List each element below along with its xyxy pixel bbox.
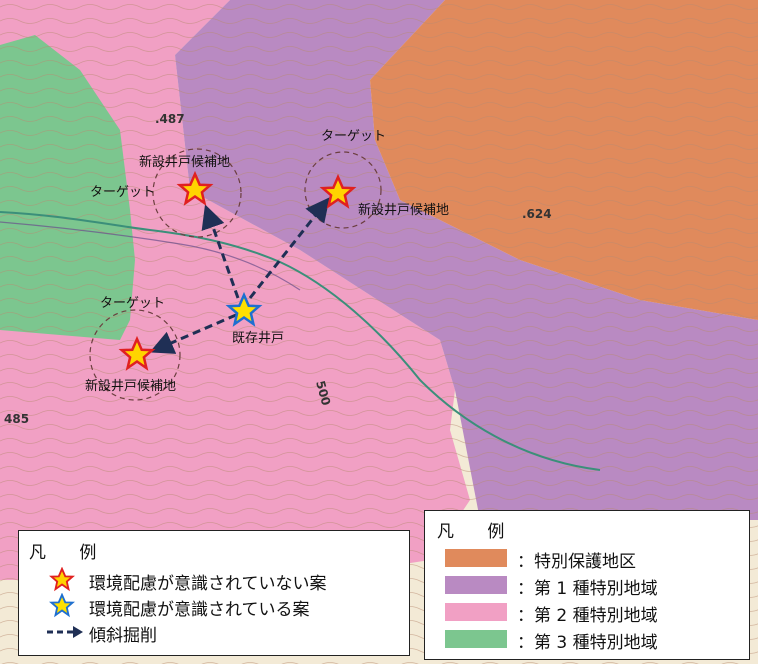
elevation-label: 500 (313, 379, 333, 407)
legend-label: ：第 1 種特別地域 (517, 579, 658, 599)
existing-well-label: 既存井戸 (232, 331, 284, 346)
legend-title: 凡 例 (29, 543, 111, 563)
target-circle-ne (304, 151, 382, 229)
drilling-arrow-nw (201, 204, 240, 299)
drilling-arrow-ne (248, 197, 330, 299)
target-circle-sw (89, 309, 181, 401)
candidate-site-label: 新設井戸候補地 (139, 154, 230, 170)
elevation-label: .624 (522, 207, 552, 221)
elevation-label: 485 (4, 412, 29, 426)
class1-zone-swatch (445, 576, 507, 594)
class2-zone-swatch (445, 603, 507, 621)
legend-label: ：第 3 種特別地域 (517, 633, 658, 653)
legend-label: 環境配慮が意識されていない案 (89, 574, 327, 594)
target-label: ターゲット (100, 296, 165, 311)
target-label: ターゲット (321, 129, 386, 144)
drilling-arrow-sw (149, 313, 237, 354)
legend-title: 凡 例 (437, 522, 519, 542)
special-protection-swatch (445, 549, 507, 567)
class3-zone-swatch (445, 630, 507, 648)
legend-label: ：特別保護地区 (517, 552, 636, 572)
candidate-site-label: 新設井戸候補地 (85, 378, 176, 394)
elevation-label: .487 (155, 112, 185, 126)
legend-label: 傾斜掘削 (89, 626, 157, 646)
road (0, 221, 301, 291)
legend-label: ：第 2 種特別地域 (517, 606, 658, 626)
dashed-arrow-icon (47, 626, 83, 638)
candidate-site-label: 新設井戸候補地 (358, 202, 449, 218)
legend-label: 環境配慮が意識されている案 (89, 600, 310, 620)
red-star-icon (49, 567, 75, 592)
legend-zones: 凡 例 ：特別保護地区 ：第 1 種特別地域 ：第 2 種特別地域 ：第 3 種… (424, 510, 750, 660)
red-star-icon (176, 170, 214, 206)
red-star-icon (118, 335, 156, 371)
target-label: ターゲット (90, 185, 155, 200)
river (0, 211, 601, 471)
yellow-star-icon (49, 593, 75, 618)
yellow-star-icon (225, 291, 263, 327)
red-star-icon (319, 173, 357, 209)
target-circle-nw (152, 148, 242, 238)
legend-symbols: 凡 例 環境配慮が意識されていない案 環境配慮が意識されている案 傾斜掘削 (18, 530, 410, 656)
